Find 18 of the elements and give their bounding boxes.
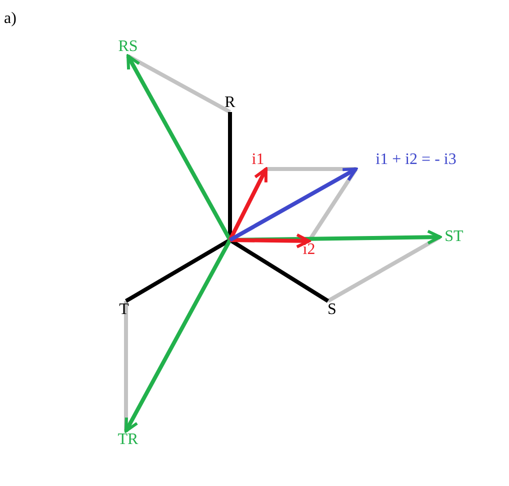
vector-label: RS — [113, 38, 143, 56]
vector-arrow — [124, 239, 232, 432]
construction-line — [127, 54, 231, 114]
vector-label: ST — [440, 228, 468, 246]
vector-label: S — [324, 301, 340, 319]
vector-arrow — [126, 54, 232, 241]
panel-label: a) — [4, 10, 16, 28]
vector-label: i1 + i2 = - i3 — [356, 151, 476, 169]
vector-label: i1 — [248, 151, 268, 169]
vector-arrow — [229, 167, 358, 242]
vector-label: T — [116, 301, 132, 319]
construction-line — [266, 167, 356, 171]
construction-line — [124, 301, 128, 431]
vector-arrow — [228, 168, 268, 241]
vector-label: TR — [114, 431, 142, 449]
vector-arrow — [230, 233, 310, 248]
vector-label: R — [222, 94, 238, 112]
vector-label: i2 — [299, 241, 319, 259]
